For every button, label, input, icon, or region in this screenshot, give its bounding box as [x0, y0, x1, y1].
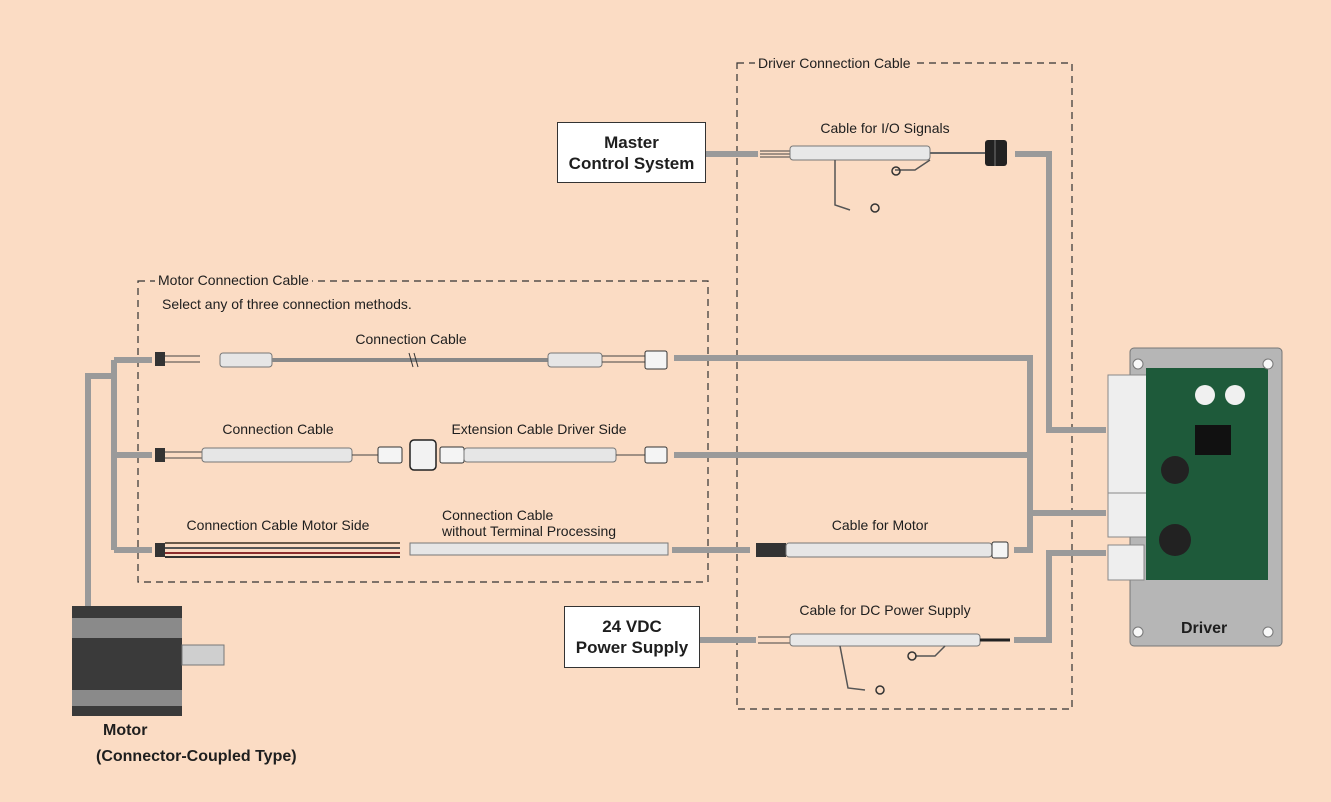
- io-signal-cable-label: Cable for I/O Signals: [820, 120, 949, 136]
- extension-cable-driver-side-label: Extension Cable Driver Side: [451, 421, 626, 437]
- driver-label: Driver: [1181, 621, 1227, 637]
- connection-cable-no-terminal-label-line1: Connection Cable: [442, 507, 553, 523]
- motor-cable-label: Cable for Motor: [832, 517, 928, 533]
- power-supply-box: 24 VDC Power Supply: [564, 606, 700, 668]
- connection-cable-row3-graphic: [155, 542, 1008, 558]
- connection-cable-label-row1: Connection Cable: [355, 331, 466, 347]
- driver-board-graphic: [1108, 348, 1282, 646]
- motor-connection-subtitle: Select any of three connection methods.: [162, 296, 412, 312]
- motor-graphic: [72, 606, 224, 716]
- motor-connection-cable-title: Motor Connection Cable: [155, 272, 312, 288]
- connection-cable-no-terminal-label-line2: without Terminal Processing: [442, 523, 616, 539]
- io-signal-cable-graphic: [760, 140, 1007, 212]
- dc-power-cable-graphic: [758, 634, 1010, 694]
- dc-power-cable-label: Cable for DC Power Supply: [799, 602, 970, 618]
- connection-cable-row2-graphic: [155, 440, 667, 470]
- driver-connection-cable-title: Driver Connection Cable: [755, 55, 914, 71]
- connection-cable-label-row2: Connection Cable: [222, 421, 333, 437]
- connection-cable-row1-graphic: [155, 351, 667, 369]
- motor-label: Motor: [103, 723, 147, 739]
- wire-network: [88, 154, 1106, 640]
- wire-motor-bus: [88, 376, 101, 610]
- master-control-system-box: Master Control System: [557, 122, 706, 183]
- wire-power-cable-to-driver: [1014, 553, 1106, 640]
- motor-type-label: (Connector-Coupled Type): [96, 749, 297, 765]
- connection-cable-motor-side-label: Connection Cable Motor Side: [187, 517, 370, 533]
